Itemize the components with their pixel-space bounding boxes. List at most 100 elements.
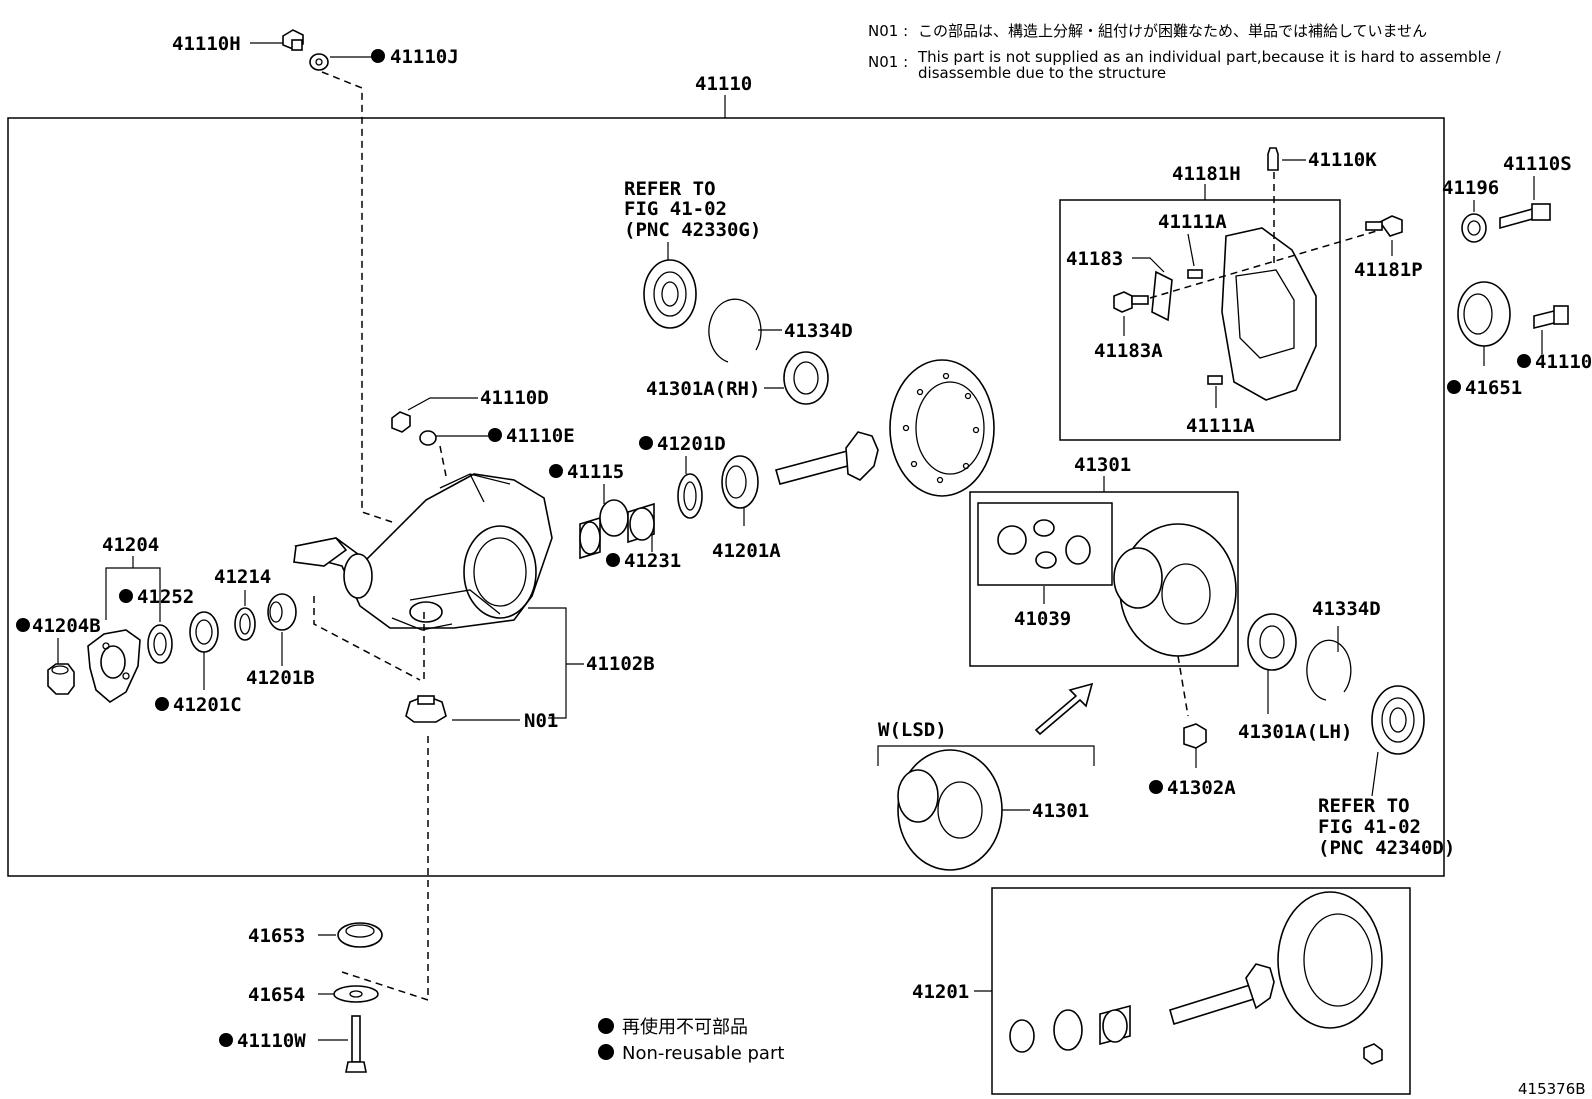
- label-41301-top[interactable]: 41301: [1074, 454, 1131, 476]
- label-41204B[interactable]: 41204B: [32, 615, 101, 637]
- label-41183[interactable]: 41183: [1066, 248, 1123, 270]
- non-reusable-dot: [219, 1033, 233, 1047]
- bolt-41110W: [345, 1015, 367, 1073]
- non-reusable-dot: [1447, 380, 1461, 394]
- label-41301-lsd[interactable]: 41301: [1032, 800, 1089, 822]
- label-41115[interactable]: 41115: [567, 461, 624, 483]
- bolt-41302A: [1183, 723, 1207, 749]
- oil-seal-rh: [643, 259, 697, 329]
- label-41183A[interactable]: 41183A: [1094, 340, 1163, 362]
- label-41653[interactable]: 41653: [248, 925, 305, 947]
- cover-41181H-box: [1059, 199, 1341, 441]
- assembly-41110-box: [7, 117, 1445, 877]
- label-41196[interactable]: 41196: [1442, 177, 1499, 199]
- note-n01-en-line2: disassemble due to the structure: [918, 64, 1166, 82]
- label-41651[interactable]: 41651: [1465, 377, 1522, 399]
- label-41301A-LH[interactable]: 41301A(LH): [1238, 721, 1352, 743]
- non-reusable-dot: [606, 553, 620, 567]
- label-41102B[interactable]: 41102B: [586, 653, 655, 675]
- plate-41183: [1151, 270, 1173, 322]
- non-reusable-dot: [549, 464, 563, 478]
- non-reusable-dot: [1517, 354, 1531, 368]
- label-41201C[interactable]: 41201C: [173, 694, 242, 716]
- legend-dot-jp: [598, 1018, 614, 1034]
- diff-case: [1113, 523, 1237, 657]
- gear-kit-41039: [997, 519, 1091, 569]
- legend-jp: 再使用不可部品: [622, 1017, 748, 1038]
- stud-41110S: [1499, 203, 1551, 230]
- label-41110S[interactable]: 41110S: [1503, 153, 1572, 175]
- legend-dot-en: [598, 1044, 614, 1060]
- snap-ring-41334D-rh: [708, 298, 762, 363]
- label-41110E[interactable]: 41110E: [506, 425, 575, 447]
- label-41181H[interactable]: 41181H: [1172, 163, 1241, 185]
- label-41302A[interactable]: 41302A: [1167, 777, 1236, 799]
- refer-rh-line1[interactable]: REFER TO: [624, 178, 716, 200]
- label-41110K[interactable]: 41110K: [1308, 149, 1377, 171]
- label-41334D-bottom[interactable]: 41334D: [1312, 598, 1381, 620]
- label-41252[interactable]: 41252: [137, 586, 194, 608]
- refer-lh-line1[interactable]: REFER TO: [1318, 795, 1410, 817]
- note-n01-prefix-en: N01 :: [868, 53, 908, 71]
- label-41201B[interactable]: 41201B: [246, 667, 315, 689]
- refer-lh-line3[interactable]: (PNC 42340D): [1318, 837, 1455, 859]
- washer-41110E: [419, 430, 437, 446]
- label-41334D-top[interactable]: 41334D: [784, 320, 853, 342]
- washer-41196: [1461, 213, 1487, 243]
- label-41110J[interactable]: 41110J: [390, 46, 459, 68]
- label-41111A-top[interactable]: 41111A: [1158, 211, 1227, 233]
- snap-ring-41334D-lh: [1306, 639, 1352, 701]
- label-41204[interactable]: 41204: [102, 534, 159, 556]
- label-41231[interactable]: 41231: [624, 550, 681, 572]
- label-41110D[interactable]: 41110D: [480, 387, 549, 409]
- refer-rh-line2[interactable]: FIG 41-02: [624, 198, 727, 220]
- label-41110[interactable]: 41110: [695, 73, 752, 95]
- oil-seal-lh: [1371, 685, 1425, 755]
- bearing-41201C: [189, 611, 219, 653]
- cushion-41653: [337, 922, 383, 948]
- bearing-41201A: [721, 455, 759, 509]
- bolt-41110H: [282, 29, 304, 51]
- label-N01[interactable]: N01: [524, 710, 558, 732]
- pin-41111A-bottom: [1207, 375, 1223, 385]
- label-41039[interactable]: 41039: [1014, 608, 1071, 630]
- label-41110W[interactable]: 41110W: [237, 1030, 306, 1052]
- bolt-41183A: [1113, 291, 1149, 313]
- stud-41110A: [1533, 305, 1569, 330]
- refer-lh-line2[interactable]: FIG 41-02: [1318, 816, 1421, 838]
- kit-41201-parts: [1009, 891, 1383, 1065]
- label-41110A[interactable]: 41110A: [1535, 351, 1592, 373]
- bearing-41201B: [267, 593, 297, 631]
- non-reusable-dot: [639, 436, 653, 450]
- label-41181P[interactable]: 41181P: [1354, 259, 1423, 281]
- bearing-41301A-lh: [1247, 613, 1297, 671]
- note-n01-prefix-jp: N01 :: [868, 22, 908, 40]
- label-41301A-RH[interactable]: 41301A(RH): [646, 378, 760, 400]
- legend-en: Non-reusable part: [622, 1043, 784, 1064]
- washer-41201D: [677, 473, 703, 519]
- label-41201D[interactable]: 41201D: [657, 433, 726, 455]
- label-W-LSD[interactable]: W(LSD): [878, 719, 947, 741]
- direction-arrow: [1034, 682, 1094, 736]
- non-reusable-dot: [1149, 780, 1163, 794]
- gear-kit-41039-box: [977, 502, 1113, 586]
- bearing-41301A-rh: [783, 351, 829, 405]
- spacer-41115: [579, 499, 629, 560]
- label-41201[interactable]: 41201: [912, 981, 969, 1003]
- refer-rh-line3[interactable]: (PNC 42330G): [624, 219, 761, 241]
- seal-41252: [147, 624, 173, 664]
- companion-flange-41204: [87, 629, 141, 703]
- differential-carrier-housing: [293, 473, 553, 631]
- diff-case-lsd: [897, 749, 1003, 871]
- label-41214[interactable]: 41214: [214, 566, 271, 588]
- nut-41204B: [47, 663, 75, 695]
- label-41110H[interactable]: 41110H: [172, 33, 241, 55]
- collapsible-spacer-41231: [627, 502, 655, 544]
- label-41654[interactable]: 41654: [248, 984, 305, 1006]
- non-reusable-dot: [488, 428, 502, 442]
- plug-41110K: [1267, 147, 1279, 171]
- washer-41654: [333, 985, 379, 1003]
- label-41201A[interactable]: 41201A: [712, 540, 781, 562]
- bolt-41110D: [391, 411, 411, 433]
- label-41111A-bottom[interactable]: 41111A: [1186, 415, 1255, 437]
